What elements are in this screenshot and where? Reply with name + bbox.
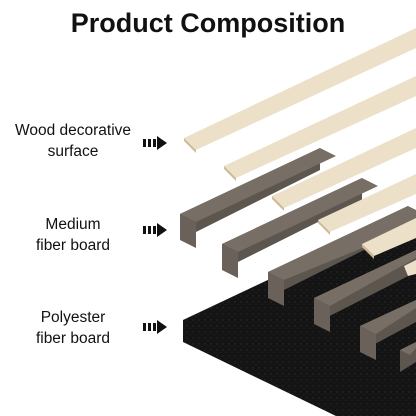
layer-label-line: fiber board	[35, 330, 111, 347]
layer-label-line: fiber board	[35, 237, 111, 254]
veneer-strip	[404, 260, 416, 276]
mdf-slat-top	[360, 300, 416, 334]
arrow-icon	[143, 320, 167, 334]
mdf-slat-top	[400, 342, 416, 355]
veneer-strip-edge	[184, 138, 196, 153]
arrow-icon	[143, 223, 167, 237]
layer-label-line: Polyester	[40, 309, 106, 326]
veneer-strip-edge	[272, 196, 284, 211]
mdf-slat-top	[314, 250, 416, 306]
mdf-slat-end	[314, 298, 330, 332]
page-title: Product Composition	[70, 8, 346, 38]
mdf-slat-top	[180, 148, 336, 222]
mdf-slat-end	[222, 244, 238, 278]
veneer-strip-edge	[224, 166, 236, 181]
veneer-strip	[224, 76, 416, 178]
mdf-slat-top	[268, 206, 416, 280]
veneer-strip	[318, 174, 416, 232]
veneer-strip	[272, 128, 416, 208]
layer-label-line: Wood decorative	[14, 122, 132, 139]
mdf-slat-top	[222, 178, 378, 252]
layer-label-wood-surface: Wood decorative surface	[4, 120, 142, 162]
mdf-slat-end	[268, 272, 284, 306]
layer-label-line: Medium	[45, 216, 101, 233]
arrow-icon	[143, 136, 167, 150]
wood-veneer-strips	[184, 28, 416, 276]
mdf-slat-end	[360, 326, 376, 360]
mdf-slat-end	[180, 214, 196, 248]
veneer-strip-edge	[318, 220, 330, 235]
layer-label-polyester: Polyester fiber board	[4, 307, 142, 349]
felt-board	[183, 210, 416, 416]
veneer-strip-edge	[362, 244, 374, 259]
mdf-slats	[180, 148, 416, 372]
veneer-strip	[362, 218, 416, 256]
veneer-strip	[184, 28, 416, 150]
layer-label-line: surface	[47, 143, 99, 160]
layer-label-mdf: Medium fiber board	[4, 214, 142, 256]
